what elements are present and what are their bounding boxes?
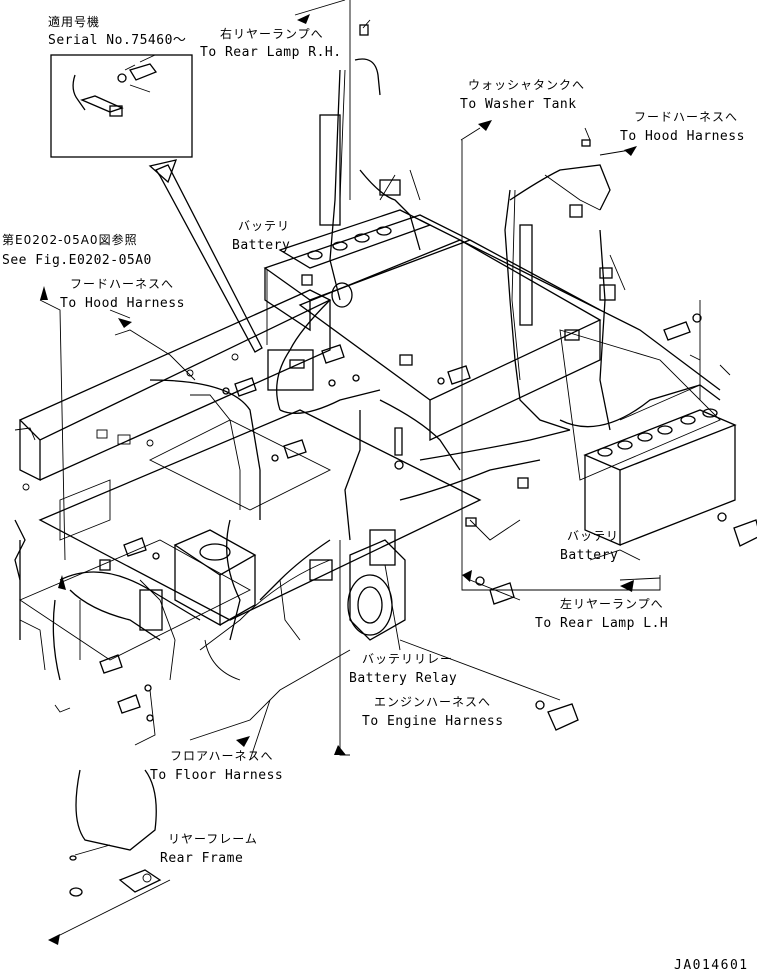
rear-lamp-lh-label-ja: 左リヤーランプへ [560,597,664,611]
bolts [99,313,757,731]
left-frame-details [14,353,239,713]
engine-harness-label-ja: エンジンハーネスへ [374,695,492,709]
battery-right-label-ja: バッテリ [567,529,620,543]
battery-right-label: Battery [560,548,619,563]
battery-left-label: Battery [232,238,291,253]
floor-harness-label-ja: フロアハーネスへ [170,749,274,763]
rear-lamp-rh-label: To Rear Lamp R.H. [200,45,342,60]
floor-harness-label: To Floor Harness [150,768,284,783]
rear-lamp-lh-label: To Rear Lamp L.H [535,616,669,631]
rear-lamp-rh-label-ja: 右リヤーランプへ [220,27,324,41]
battery-left [278,209,432,308]
wiring-harness [52,58,721,681]
washer-tank-label: To Washer Tank [460,97,577,112]
see-fig-label-ja: 第E0202-05A0図参照 [2,233,138,247]
hood-harness-right-label: To Hood Harness [620,129,745,144]
battery-right [583,408,737,546]
harness-clamps [99,24,616,631]
leader-lines [39,0,731,941]
battery-left-label-ja: バッテリ [238,219,291,233]
serial-inset-detail [50,54,193,158]
inset-applicable-label-ja: 適用号機 [48,15,101,29]
rear-frame-label: Rear Frame [160,851,244,866]
battery-relay-label: Battery Relay [349,671,458,686]
see-fig-label: See Fig.E0202-05A0 [2,253,152,268]
battery-relay-label-ja: バッテリリレー [362,652,454,666]
hood-harness-right-label-ja: フードハーネスへ [634,110,739,124]
drawing-code: JA014601 [674,958,749,973]
inset-serial-label: Serial No.75460〜 [48,33,187,48]
rear-frame-label-ja: リヤーフレーム [168,832,258,846]
hood-harness-left-label: To Hood Harness [60,296,185,311]
inset-pointer-arrow [148,159,263,353]
arrowheads [40,14,637,945]
hood-harness-left-label-ja: フードハーネスへ [70,277,175,291]
engine-harness-label: To Engine Harness [362,714,504,729]
washer-tank-label-ja: ウォッシャタンクへ [468,78,586,92]
